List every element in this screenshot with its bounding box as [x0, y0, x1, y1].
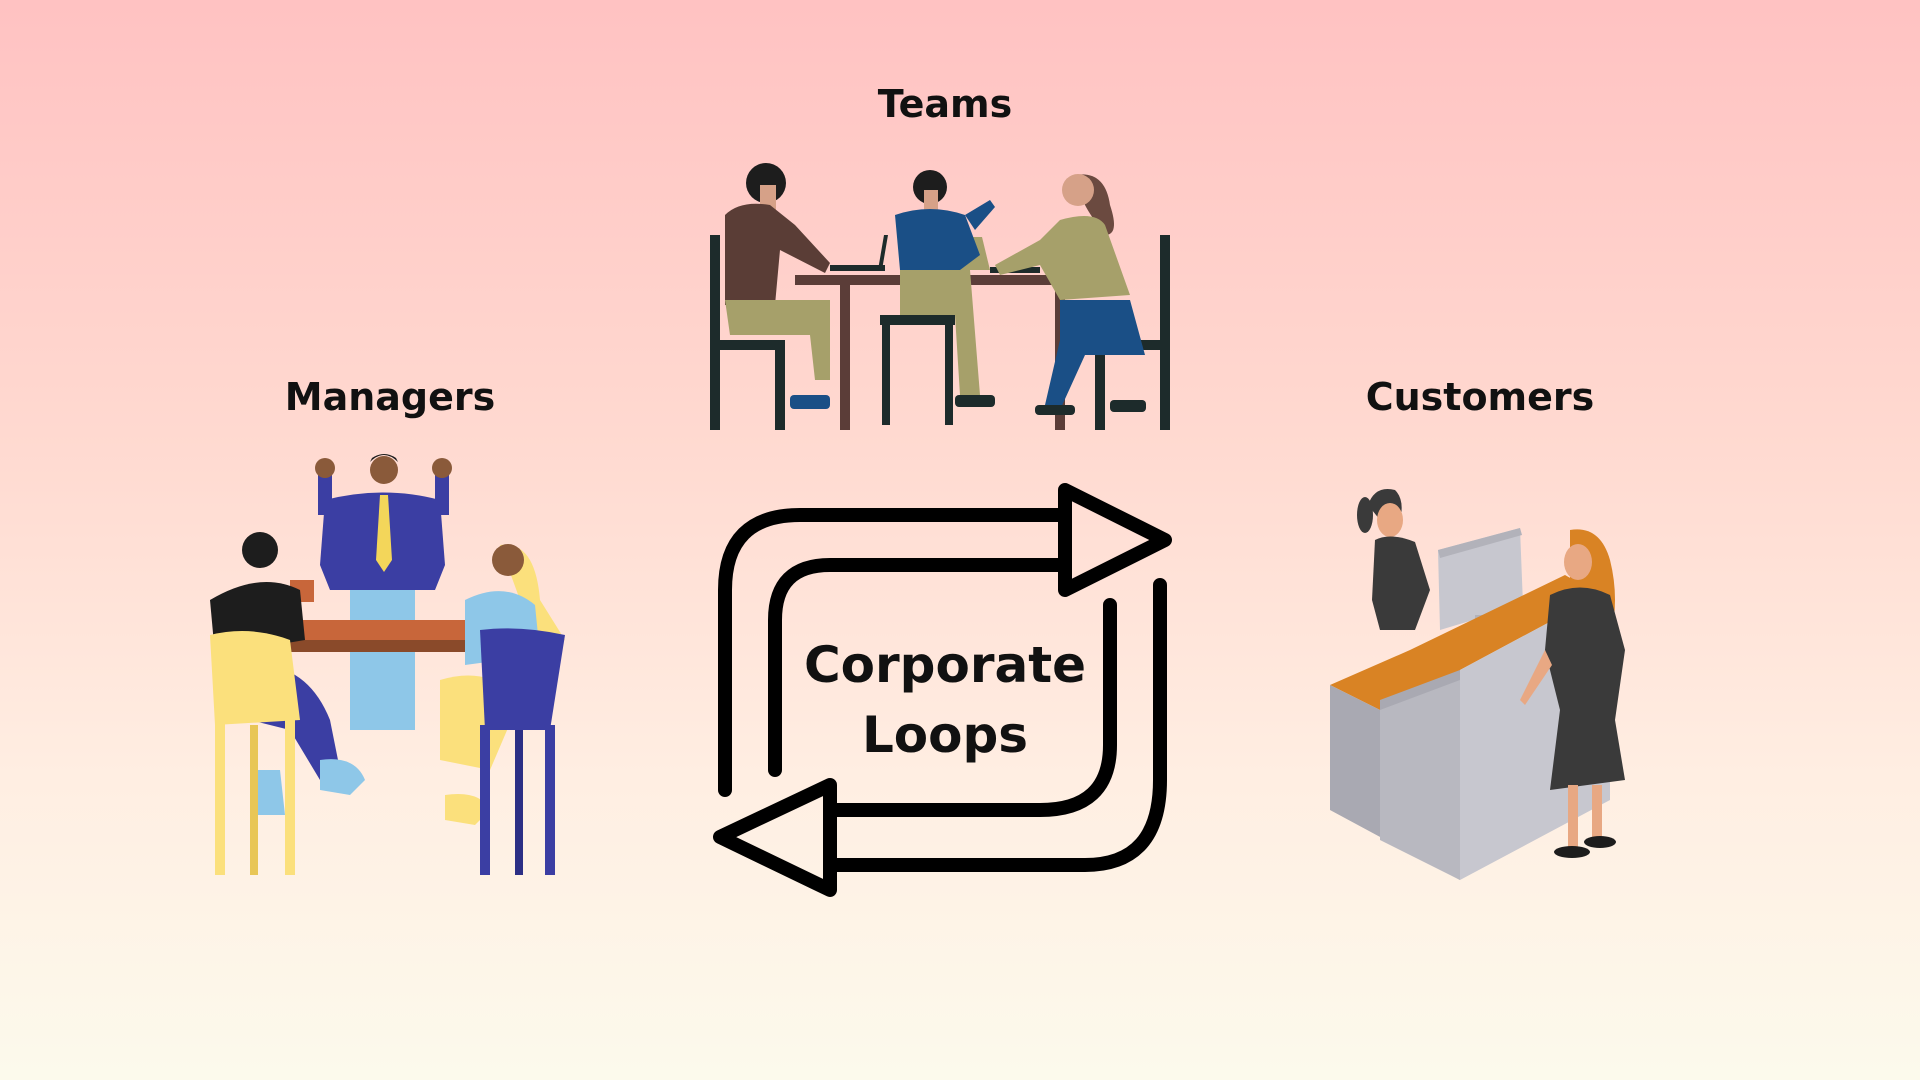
team-meeting-illustration: [710, 163, 1170, 430]
customers-label: Customers: [1365, 375, 1595, 419]
title-line-1: Corporate: [803, 636, 1087, 694]
teams-label: Teams: [877, 82, 1013, 126]
corporate-loops-title: Corporate Loops: [790, 630, 1100, 770]
cycle-arrows-icon: [713, 483, 1172, 897]
managers-meeting-illustration: [210, 454, 565, 875]
title-line-2: Loops: [861, 706, 1029, 764]
customer-reception-illustration: [1330, 489, 1625, 880]
managers-label: Managers: [284, 375, 496, 419]
